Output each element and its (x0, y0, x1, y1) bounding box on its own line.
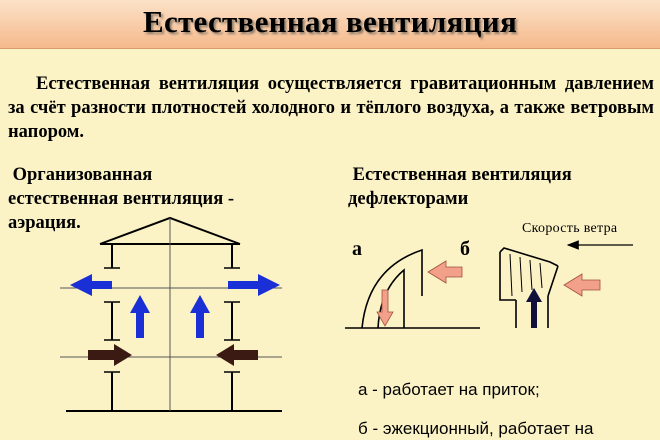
deflector-b-ribs (509, 253, 543, 297)
deflector-b-up-arrow (526, 288, 542, 328)
caption-a: а - работает на приток; (358, 380, 540, 399)
exhaust-arrow-left (70, 274, 112, 296)
deflector-b-cap (499, 247, 559, 267)
title-bar (0, 0, 660, 49)
deflector-heading-line-2: дефлекторами (348, 189, 469, 209)
figure-a-label: а (352, 238, 362, 260)
deflector-a-inflow-arrow (427, 260, 463, 284)
aeration-heading-line-1: Организованная (12, 165, 153, 185)
aeration-heading-line-2: естественная вентиляция - (8, 189, 234, 209)
figure-b-label: б (460, 238, 470, 260)
aeration-building (66, 216, 282, 412)
building-guide-lines (60, 218, 282, 411)
intro-text: Естественная вентиляция осуществляется г… (8, 74, 654, 142)
page-title: Естественная вентиляция (142, 4, 518, 39)
window-sashes (104, 267, 240, 373)
intake-arrow-left (88, 344, 132, 366)
deflector-b-lip (499, 252, 516, 301)
wind-speed-label: Скорость ветра (522, 221, 618, 236)
deflector-b-back (547, 265, 559, 297)
deflector-a (345, 248, 480, 329)
deflector-a-down-arrow (376, 289, 394, 327)
deflector-b (499, 247, 559, 328)
rising-air-arrow-left (130, 295, 150, 338)
intake-arrow-right (216, 344, 258, 366)
aeration-heading-line-3: аэрация. (8, 213, 81, 233)
deflector-b-wind-arrow (563, 273, 601, 297)
rising-air-arrow-right (190, 295, 210, 338)
exhaust-arrow-right (228, 274, 280, 296)
deflector-a-hood (361, 248, 423, 329)
deflector-heading-line-1: Естественная вентиляция (352, 165, 572, 185)
aeration-heading: Организованная естественная вентиляция -… (8, 163, 288, 235)
intro-paragraph: Естественная вентиляция осуществляется г… (8, 72, 654, 144)
deflector-heading: Естественная вентиляция дефлекторами (348, 163, 648, 211)
caption-b: б - эжекционный, работает на (358, 419, 594, 438)
